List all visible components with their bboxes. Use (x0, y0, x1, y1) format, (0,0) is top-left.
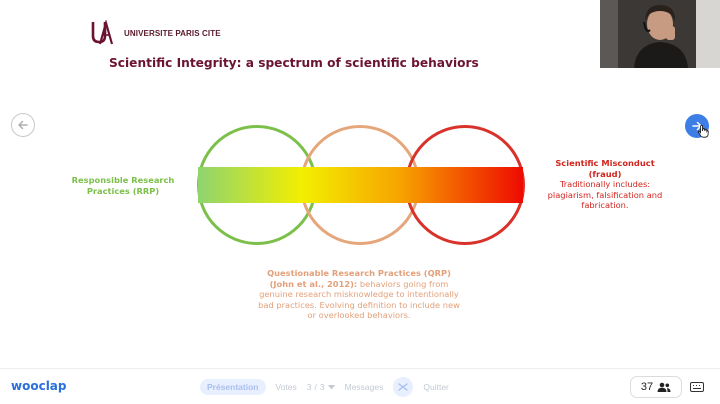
university-crest-icon (91, 20, 114, 45)
participants-count[interactable]: 37 (630, 376, 682, 398)
presentation-controls: Présentation Votes 3 / 3 Messages Quitte… (200, 377, 449, 397)
rrp-label: Responsible Research Practices (RRP) (71, 175, 175, 196)
slide-title: Scientific Integrity: a spectrum of scie… (109, 56, 479, 70)
spectrum-diagram (197, 125, 525, 245)
tab-messages[interactable]: Messages (344, 382, 384, 392)
university-name: UNIVERSITE PARIS CITE (124, 28, 221, 38)
qrp-text: behaviors going from genuine research mi… (258, 278, 460, 321)
university-logo: UNIVERSITE PARIS CITE (90, 20, 221, 46)
participants-number: 37 (640, 381, 654, 393)
tab-presentation[interactable]: Présentation (200, 379, 266, 395)
chevron-down-icon (327, 384, 335, 389)
hand-cursor-icon (697, 124, 709, 138)
presentation-slide: UNIVERSITE PARIS CITE Scientific Integri… (11, 0, 720, 321)
misconduct-title: Scientific Misconduct (fraud) (555, 158, 655, 179)
quit-button[interactable]: Quitter (423, 382, 449, 392)
shuffle-icon (398, 383, 409, 391)
previous-slide-button[interactable] (11, 113, 35, 137)
page-separator: / (314, 382, 317, 392)
page-current: 3 (306, 382, 312, 392)
qrp-title: Questionable Research Practices (QRP) (J… (267, 268, 451, 289)
tab-votes[interactable]: Votes (275, 382, 297, 392)
presenter-webcam-image (600, 0, 720, 68)
question-pager[interactable]: 3 / 3 (307, 382, 335, 392)
people-icon (657, 382, 671, 392)
spectrum-gradient-bar (198, 167, 523, 203)
misconduct-label: Scientific Misconduct (fraud) Traditiona… (542, 158, 668, 211)
bottom-toolbar: wooclap Présentation Votes 3 / 3 Message… (0, 368, 720, 404)
shuffle-button[interactable] (393, 377, 414, 397)
misconduct-text: Traditionally includes: plagiarism, fals… (547, 179, 663, 210)
wooclap-logo[interactable]: wooclap (11, 379, 67, 393)
qrp-label: Questionable Research Practices (QRP) (J… (258, 268, 460, 321)
presenter-video (600, 0, 720, 68)
keyboard-icon[interactable] (690, 382, 704, 392)
page-total: 3 (319, 382, 325, 392)
arrow-left-icon (18, 120, 28, 130)
